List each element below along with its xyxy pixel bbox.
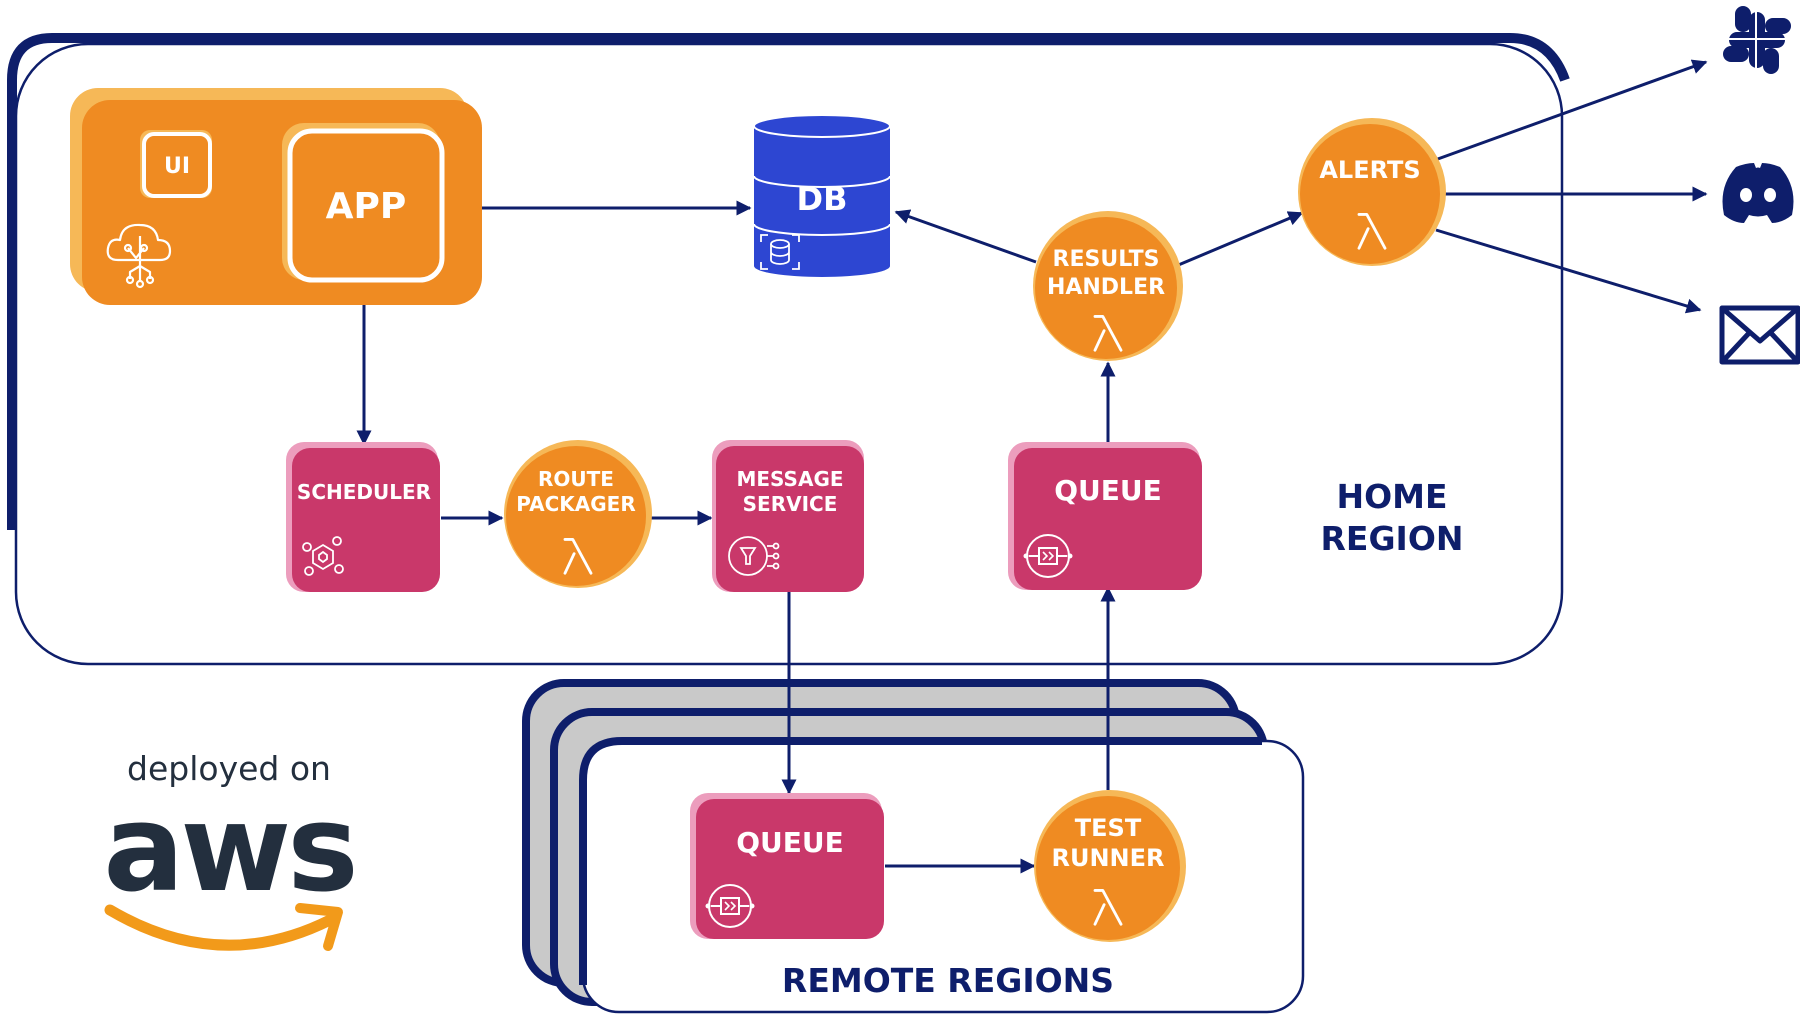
app-node: APP: [282, 123, 445, 283]
ui-label: UI: [164, 154, 190, 179]
test-runner-label-line1: TEST: [1075, 814, 1142, 842]
home-queue-label: QUEUE: [1054, 474, 1162, 507]
home-queue-node: QUEUE: [1008, 442, 1202, 590]
aws-smile-icon: [104, 904, 336, 951]
route-packager-label-line1: ROUTE: [538, 467, 614, 491]
database-icon: [760, 234, 800, 270]
alerts-node: ALERTS: [1298, 118, 1446, 266]
db-node: DB: [753, 114, 891, 277]
home-region-label-line2: REGION: [1321, 519, 1464, 558]
remote-queue-node: QUEUE: [690, 793, 884, 939]
message-service-label-line1: MESSAGE: [736, 467, 843, 491]
results-handler-label-line2: HANDLER: [1047, 275, 1165, 300]
test-runner-node: TEST RUNNER: [1034, 790, 1186, 942]
deployed-on-text: deployed on: [127, 749, 331, 788]
cloud-network-icon: [106, 223, 172, 289]
email-icon: [1719, 305, 1800, 365]
remote-regions-label: REMOTE REGIONS: [782, 961, 1114, 1000]
db-label: DB: [797, 180, 848, 218]
app-label: APP: [326, 186, 407, 227]
scheduler-label: SCHEDULER: [297, 480, 431, 504]
remote-queue-label: QUEUE: [736, 826, 844, 859]
discord-icon: [1722, 163, 1794, 223]
message-service-label-line2: SERVICE: [743, 492, 838, 516]
scheduler-node: SCHEDULER: [286, 442, 440, 592]
home-region-label-line1: HOME: [1336, 477, 1447, 516]
aws-smile-arrow-icon: [295, 903, 343, 951]
notification-service-icon: [728, 536, 780, 576]
event-bridge-icon: [302, 536, 344, 576]
remote-regions: REMOTE REGIONS: [522, 679, 1305, 1014]
test-runner-label-line2: RUNNER: [1051, 844, 1164, 872]
connectors: [212, 59, 1708, 874]
route-packager-node: ROUTE PACKAGER: [504, 440, 652, 588]
message-service-node: MESSAGE SERVICE: [712, 440, 864, 592]
results-handler-node: RESULTS HANDLER: [1033, 211, 1183, 361]
route-packager-label-line2: PACKAGER: [516, 492, 635, 516]
ui-node: UI: [140, 130, 212, 198]
alerts-label: ALERTS: [1319, 156, 1420, 184]
aws-branding: deployed on aws: [103, 749, 359, 951]
results-handler-label-line1: RESULTS: [1053, 247, 1160, 272]
slack-icon: [1721, 4, 1793, 76]
aws-logo-text: aws: [103, 780, 354, 919]
